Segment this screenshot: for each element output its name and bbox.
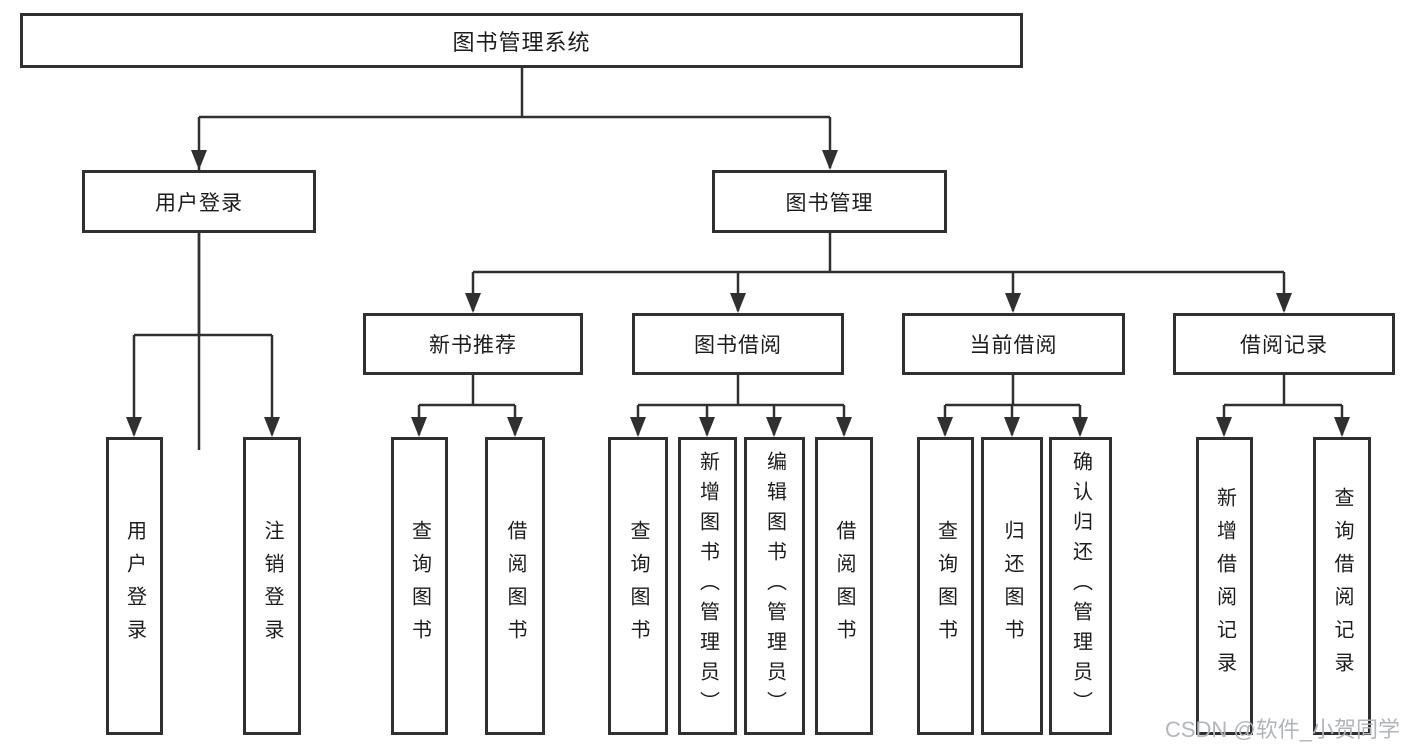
node-label: 查询图书 (408, 520, 431, 652)
leaf-borrow-query-books: 查询图书 (608, 437, 668, 735)
node-label: 查询借阅记录 (1331, 487, 1353, 685)
node-label: 查询图书 (627, 520, 649, 652)
node-label: 图书管理 (785, 191, 874, 215)
node-label: 新书推荐 (429, 334, 517, 357)
connector-borrow-records-to-leaves (1216, 375, 1350, 437)
node-label: 当前借阅 (969, 334, 1058, 357)
node-label: 图书借阅 (694, 334, 782, 357)
node-label: 用户登录 (123, 520, 146, 652)
leaf-current-query-books: 查询图书 (917, 437, 974, 735)
leaf-rec-query-books: 查询图书 (391, 437, 448, 735)
connector-book-borrow-to-leaves (630, 375, 852, 437)
leaf-logout: 注销登录 (243, 437, 301, 735)
node-user-login: 用户登录 (82, 170, 316, 233)
connector-new-book-rec-to-leaves (411, 375, 523, 437)
node-label: 确认归还（管理员） (1069, 451, 1092, 721)
node-current-borrow: 当前借阅 (902, 313, 1125, 375)
node-book-borrow: 图书借阅 (632, 313, 844, 375)
node-label: 用户登录 (155, 191, 243, 215)
node-label: 借阅图书 (504, 520, 526, 652)
leaf-confirm-return-admin: 确认归还（管理员） (1049, 437, 1112, 735)
leaf-user-login: 用户登录 (106, 437, 163, 735)
node-book-mgmt: 图书管理 (712, 170, 947, 233)
connector-user-login-to-leaves (126, 233, 280, 437)
node-label: 图书管理系统 (452, 29, 591, 55)
connector-root-to-level2 (191, 68, 838, 450)
node-label: 编辑图书（管理员） (763, 451, 786, 721)
leaf-edit-books-admin: 编辑图书（管理员） (744, 437, 805, 735)
leaf-borrow-books: 借阅图书 (815, 437, 873, 735)
node-label: 借阅记录 (1240, 334, 1328, 357)
node-borrow-records: 借阅记录 (1173, 313, 1395, 375)
node-root: 图书管理系统 (20, 13, 1023, 68)
node-new-book-rec: 新书推荐 (363, 313, 583, 375)
node-label: 新增图书（管理员） (696, 451, 719, 721)
leaf-rec-borrow-books: 借阅图书 (485, 437, 545, 735)
watermark: CSDN @软件_小贺同学 (1164, 717, 1400, 742)
connector-book-mgmt-to-level3 (465, 233, 1292, 313)
node-label: 注销登录 (261, 520, 283, 652)
node-label: 归还图书 (1001, 520, 1023, 652)
node-label: 新增借阅记录 (1213, 487, 1236, 685)
leaf-add-books-admin: 新增图书（管理员） (678, 437, 737, 735)
leaf-add-borrow-record: 新增借阅记录 (1196, 437, 1253, 735)
leaf-return-books: 归还图书 (981, 437, 1043, 735)
connector-current-borrow-to-leaves (937, 375, 1088, 437)
node-label: 借阅图书 (833, 520, 855, 652)
leaf-query-borrow-record: 查询借阅记录 (1313, 437, 1371, 735)
node-label: 查询图书 (934, 520, 957, 652)
